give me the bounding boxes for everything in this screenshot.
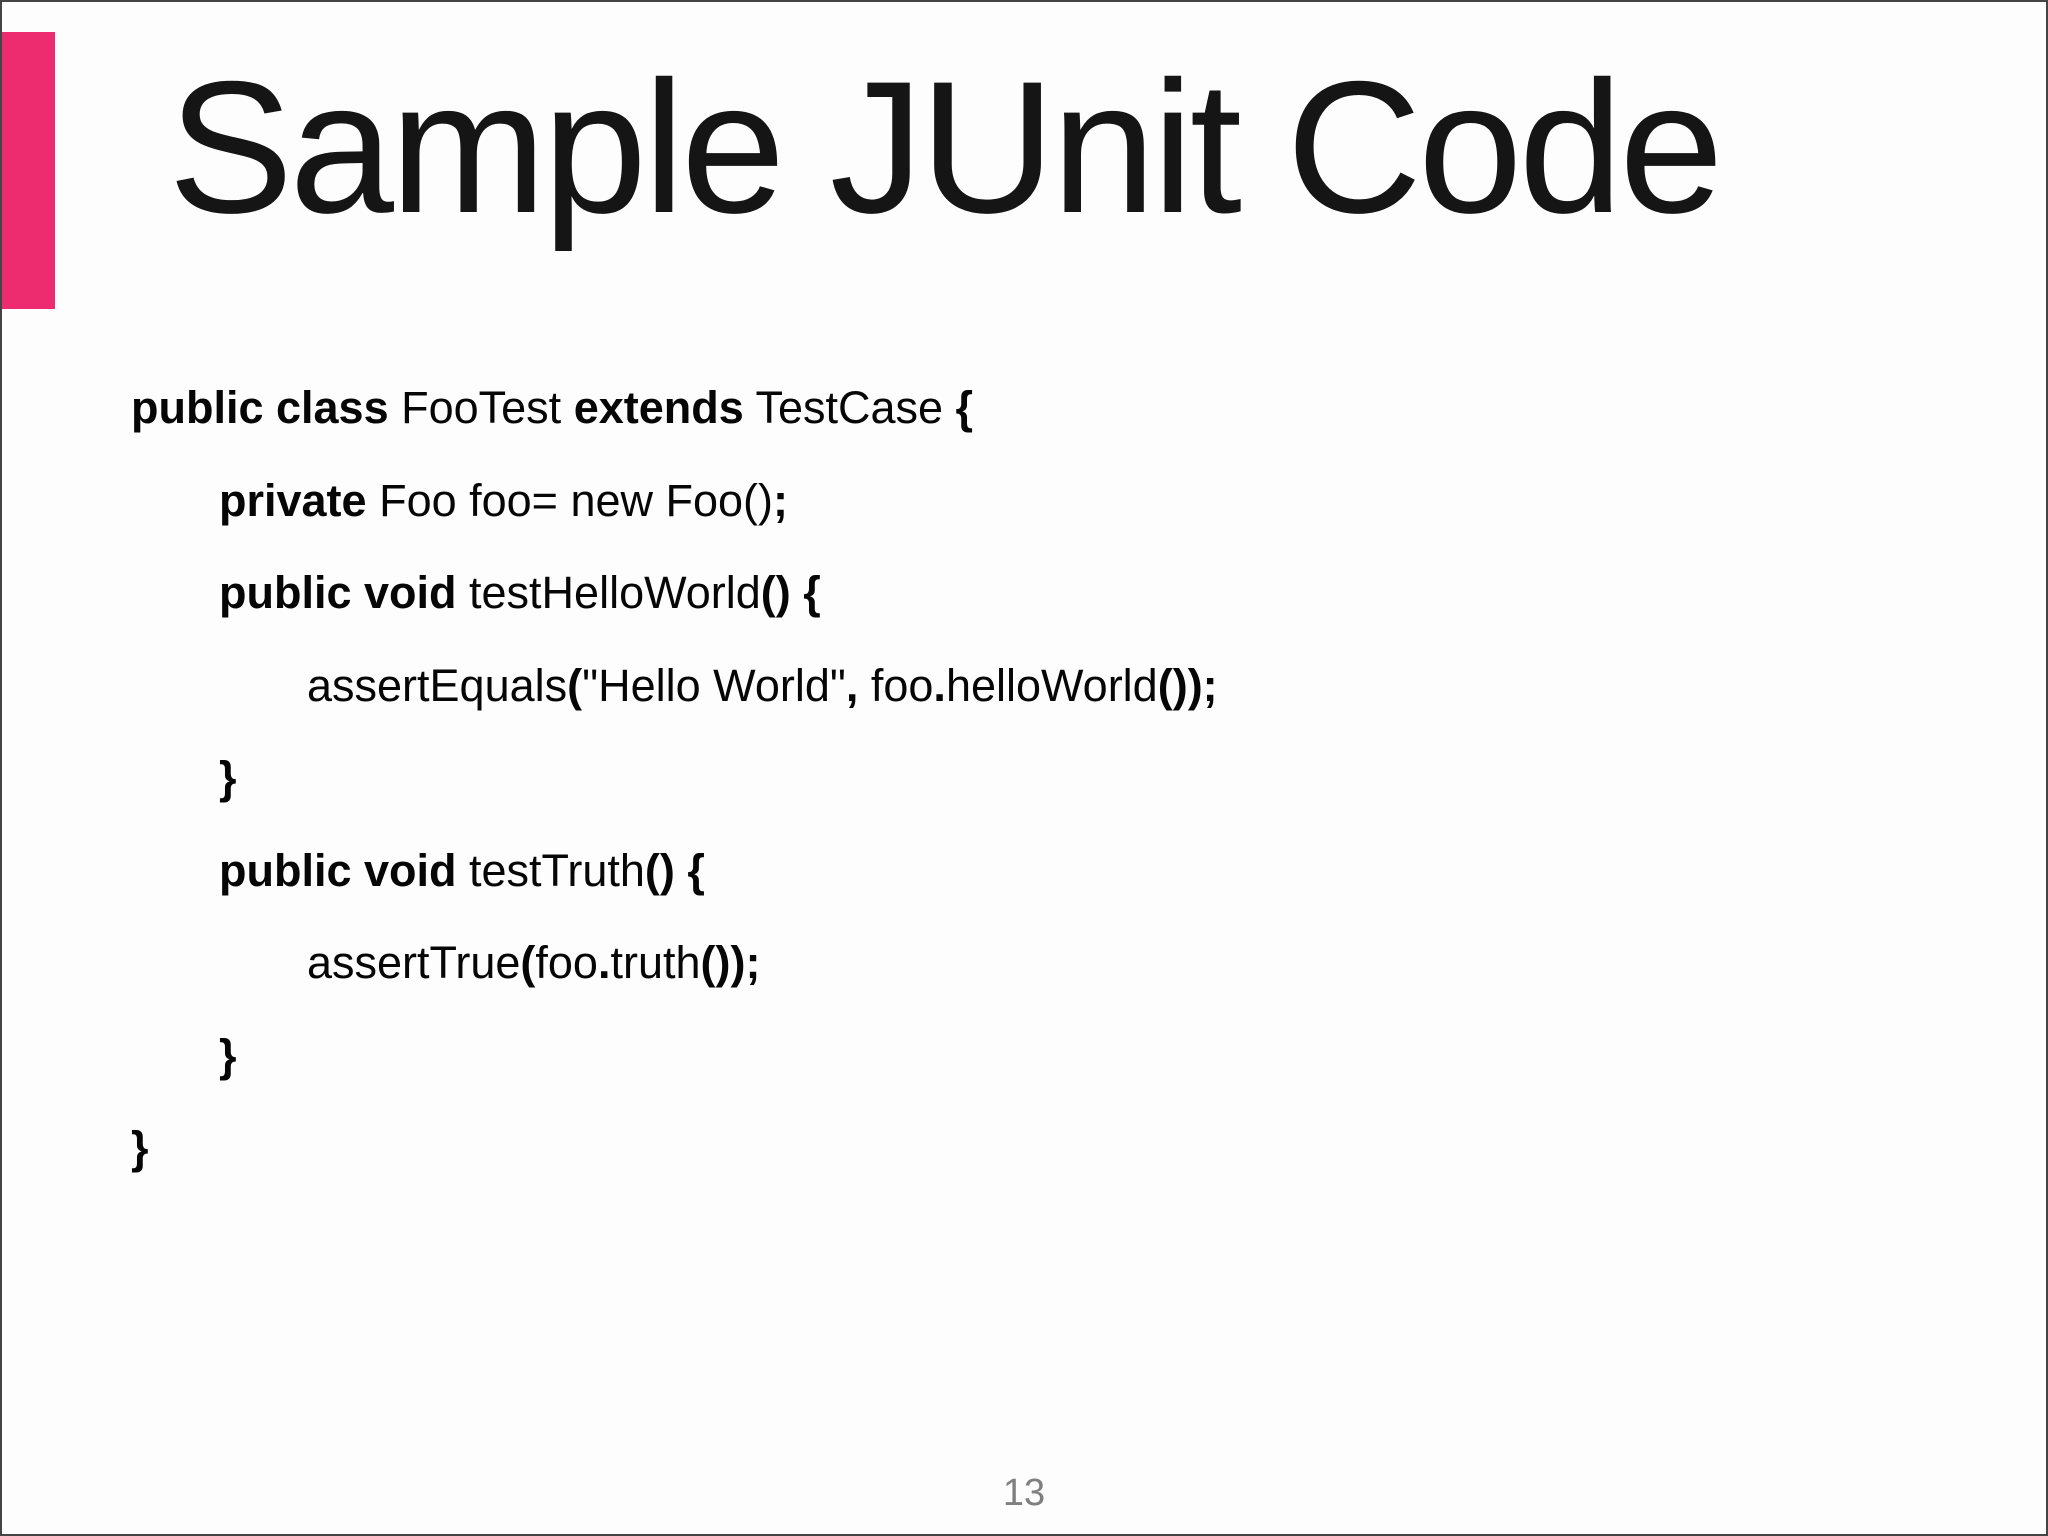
code-segment: truth (610, 937, 701, 988)
code-segment: testHelloWorld (456, 567, 761, 618)
code-segment-bold: private (219, 474, 367, 526)
code-segment-bold: ; (773, 474, 789, 526)
code-block: public class FooTest extends TestCase {p… (131, 362, 1986, 1195)
code-segment: Foo foo= new Foo() (366, 474, 774, 526)
code-segment-bold: public void (219, 844, 457, 896)
code-segment-bold: ( (520, 937, 536, 988)
code-segment-bold: extends (573, 382, 744, 433)
code-segment-bold: public class (131, 382, 389, 433)
code-segment: FooTest (388, 382, 574, 433)
code-segment: assertEquals (307, 659, 568, 711)
code-segment-bold: . (933, 659, 946, 711)
code-line: } (131, 1102, 1986, 1195)
code-segment-bold: } (131, 1122, 149, 1173)
code-line: assertEquals("Hello World", foo.helloWor… (307, 640, 1986, 733)
code-segment-bold: () { (644, 844, 705, 896)
accent-bar (2, 32, 55, 309)
code-line: public class FooTest extends TestCase { (131, 362, 1986, 455)
code-segment: foo (535, 937, 598, 988)
code-line: private Foo foo= new Foo(); (219, 455, 1986, 548)
code-segment-bold: ( (567, 659, 583, 711)
code-segment-bold: () { (760, 567, 821, 618)
code-segment-bold: ()); (1157, 659, 1218, 711)
code-line: assertTrue(foo.truth()); (307, 917, 1986, 1010)
code-segment-bold: { (955, 382, 974, 433)
code-line: } (219, 732, 1986, 825)
code-segment: testTruth (456, 844, 645, 896)
code-segment: foo (858, 659, 934, 711)
code-segment: "Hello World" (582, 659, 846, 711)
code-segment-bold: , (845, 659, 859, 711)
code-line: } (219, 1010, 1986, 1103)
slide-title: Sample JUnit Code (168, 42, 1724, 252)
code-segment: helloWorld (945, 659, 1158, 711)
code-segment-bold: . (597, 937, 611, 988)
code-segment-bold: } (219, 752, 237, 803)
code-segment-bold: public void (219, 567, 457, 618)
code-segment-bold: } (219, 1029, 237, 1081)
code-line: public void testHelloWorld() { (219, 547, 1986, 640)
page-number: 13 (1002, 1472, 1046, 1514)
code-segment: assertTrue (307, 937, 521, 988)
code-segment: TestCase (743, 382, 956, 433)
code-segment-bold: ()); (700, 937, 761, 988)
code-line: public void testTruth() { (219, 825, 1986, 918)
